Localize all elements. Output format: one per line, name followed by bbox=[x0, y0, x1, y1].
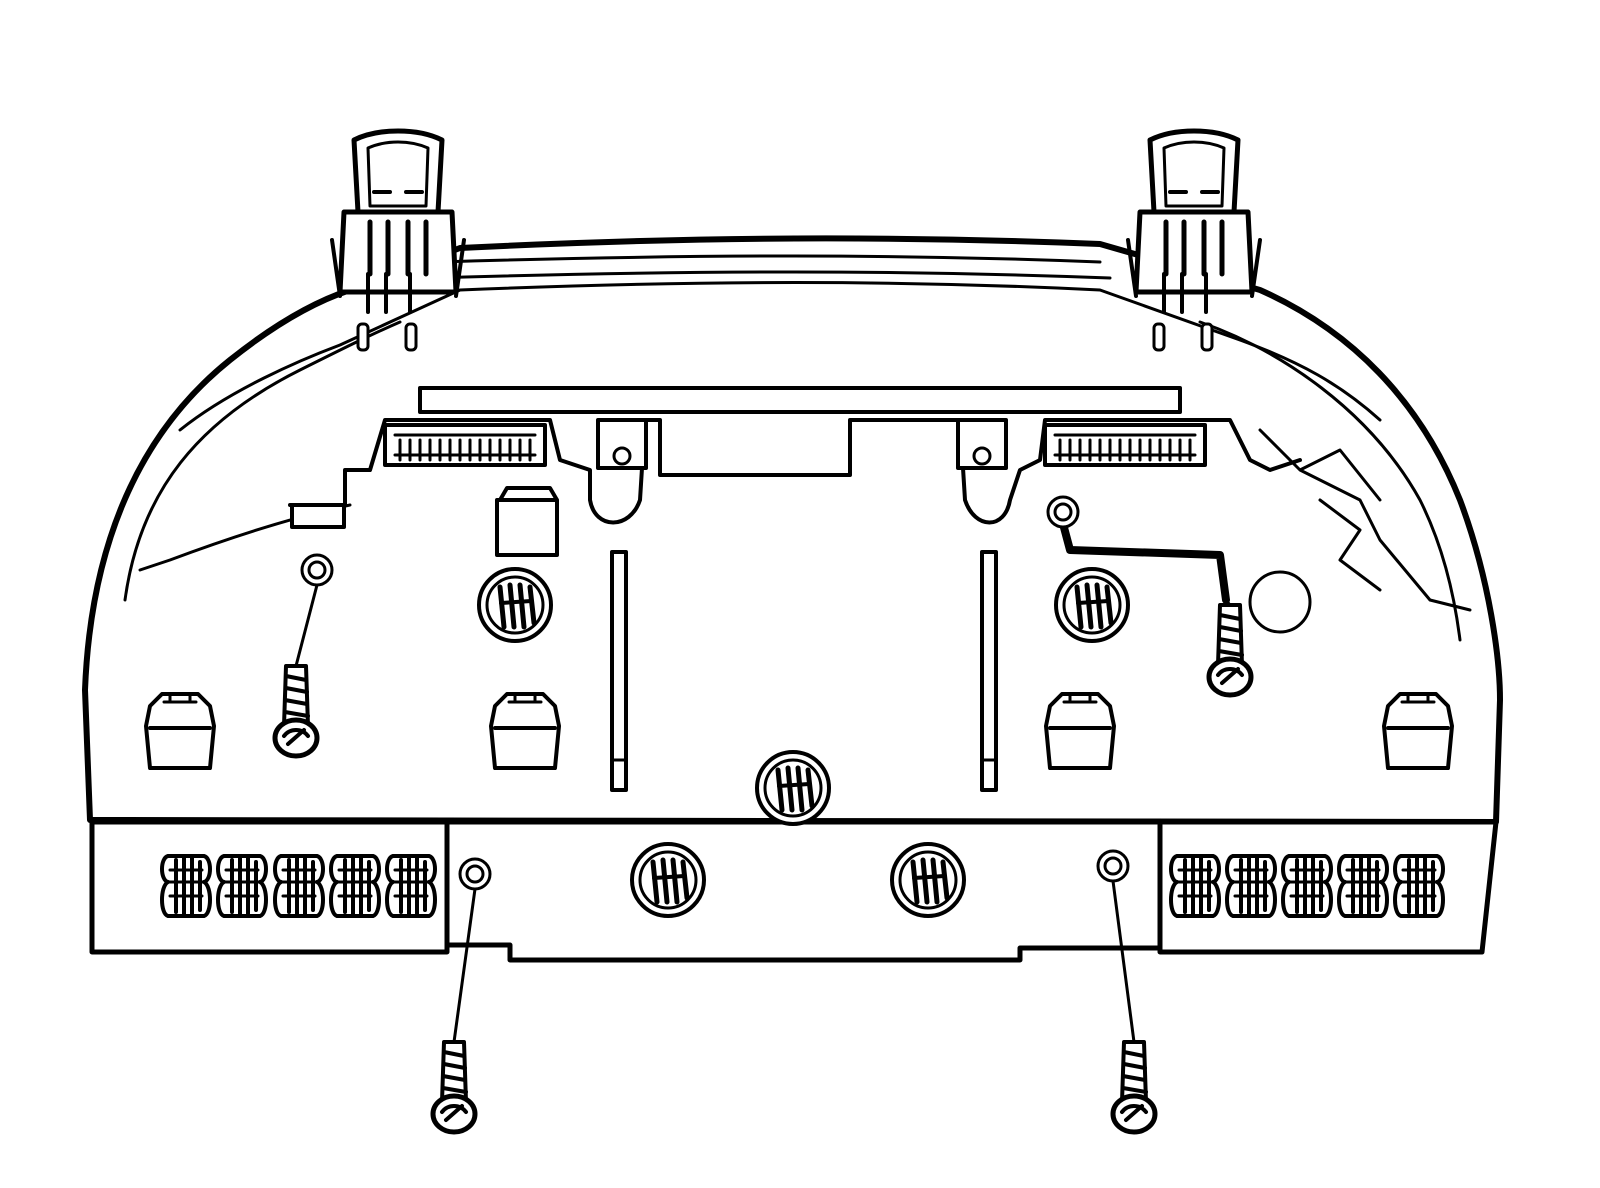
left-strip-socket-1 bbox=[160, 854, 212, 918]
top-lens-hood bbox=[418, 386, 1182, 414]
right-strip-socket-4 bbox=[1337, 854, 1389, 918]
left-socket-strip bbox=[89, 819, 450, 955]
lamp-holder-1 bbox=[144, 692, 216, 770]
screw-leader-line-3 bbox=[452, 887, 477, 1044]
left-strip-socket-2 bbox=[216, 854, 268, 918]
lamp-holder-2 bbox=[489, 692, 561, 770]
locating-peg-1 bbox=[300, 553, 334, 587]
left-connector-block bbox=[495, 486, 559, 557]
left-edge-connector bbox=[383, 423, 547, 467]
left-tab-slot bbox=[290, 503, 346, 529]
left-strip-socket-3 bbox=[273, 854, 325, 918]
harness-wire bbox=[1058, 516, 1230, 604]
right-strip-socket-2 bbox=[1225, 854, 1277, 918]
right-strip-socket-1 bbox=[1169, 854, 1221, 918]
screw-leader-line-1 bbox=[294, 583, 319, 668]
locating-peg-4 bbox=[1096, 849, 1130, 883]
left-board-recess bbox=[288, 418, 1302, 525]
right-side-ribbing bbox=[1258, 428, 1472, 612]
left-gauge-post bbox=[596, 418, 648, 792]
right-gauge-post bbox=[956, 418, 1008, 792]
screw-3 bbox=[433, 1042, 475, 1132]
bulb-socket-5 bbox=[892, 844, 964, 916]
locating-peg-2 bbox=[1046, 495, 1080, 529]
housing-top-ridge bbox=[178, 281, 1382, 432]
locating-peg-3 bbox=[458, 857, 492, 891]
right-strip-socket-5 bbox=[1393, 854, 1445, 918]
bottom-body bbox=[442, 819, 1163, 963]
screw-4 bbox=[1113, 1042, 1155, 1132]
hood-shadow-line bbox=[428, 254, 1112, 280]
cluster-housing bbox=[82, 235, 1503, 825]
bulb-socket-2 bbox=[1056, 569, 1128, 641]
right-round-plug bbox=[1248, 570, 1312, 634]
right-edge-connector bbox=[1043, 423, 1207, 467]
left-strip-socket-4 bbox=[329, 854, 381, 918]
left-strip-socket-5 bbox=[385, 854, 437, 918]
screw-leader-line-4 bbox=[1111, 879, 1136, 1044]
bulb-socket-1 bbox=[479, 569, 551, 641]
bulb-socket-3 bbox=[757, 752, 829, 824]
lamp-holder-4 bbox=[1382, 692, 1454, 770]
lamp-holder-3 bbox=[1044, 692, 1116, 770]
right-strip-socket-3 bbox=[1281, 854, 1333, 918]
bulb-socket-4 bbox=[632, 844, 704, 916]
